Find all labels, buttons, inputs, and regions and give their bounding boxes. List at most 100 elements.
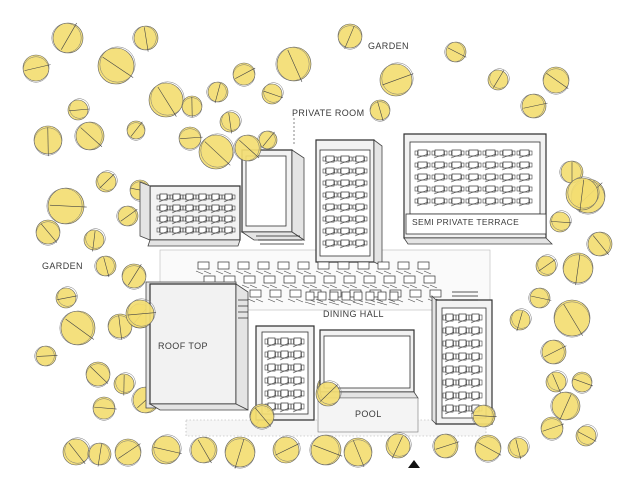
terrace-tables: [414, 149, 533, 207]
table-with-chairs: [455, 326, 470, 337]
table-with-chairs: [322, 227, 338, 237]
private-room-tables: [322, 155, 368, 249]
table-with-chairs: [415, 261, 432, 275]
table-with-chairs: [414, 173, 431, 183]
table-with-chairs: [290, 402, 305, 413]
tree-icon: [315, 380, 342, 407]
table-with-chairs: [290, 363, 305, 374]
table-with-chairs: [340, 291, 352, 306]
table-with-chairs: [516, 185, 533, 195]
table-with-chairs: [275, 261, 292, 275]
south-dining-block: [255, 325, 315, 421]
tree-icon: [51, 22, 84, 54]
north-arrow-icon: [408, 460, 420, 468]
table-with-chairs: [516, 149, 533, 159]
table-with-chairs: [431, 149, 448, 159]
roof-top-label: ROOF TOP: [158, 341, 208, 351]
table-with-chairs: [255, 261, 272, 275]
table-with-chairs: [482, 161, 499, 171]
table-with-chairs: [442, 313, 457, 324]
table-with-chairs: [465, 197, 482, 207]
table-with-chairs: [264, 337, 279, 348]
table-with-chairs: [455, 378, 470, 389]
table-with-chairs: [247, 289, 264, 303]
table-with-chairs: [287, 289, 304, 303]
table-with-chairs: [322, 215, 338, 225]
tree-icon: [116, 205, 139, 227]
table-with-chairs: [352, 239, 368, 249]
table-with-chairs: [352, 179, 368, 189]
tree-icon: [432, 433, 460, 459]
tree-icon: [509, 308, 532, 332]
west-tables: [156, 193, 236, 236]
table-with-chairs: [442, 339, 457, 350]
tree-icon: [59, 310, 96, 346]
tree-icon: [206, 81, 229, 104]
tree-icon: [545, 370, 568, 393]
table-with-chairs: [195, 226, 210, 236]
table-with-chairs: [468, 352, 483, 363]
west-dining-block: [139, 181, 241, 247]
table-with-chairs: [352, 191, 368, 201]
table-with-chairs: [516, 173, 533, 183]
table-with-chairs: [448, 149, 465, 159]
table-with-chairs: [414, 149, 431, 159]
table-with-chairs: [448, 161, 465, 171]
table-with-chairs: [195, 193, 210, 203]
table-with-chairs: [322, 155, 338, 165]
table-with-chairs: [277, 376, 292, 387]
tree-icon: [178, 126, 203, 151]
roof-stairs: [238, 299, 248, 319]
tree-icon: [87, 442, 112, 467]
table-with-chairs: [407, 289, 424, 303]
tree-icon: [275, 46, 312, 82]
tree-icon: [562, 252, 594, 286]
table-with-chairs: [482, 197, 499, 207]
table-with-chairs: [516, 161, 533, 171]
table-with-chairs: [264, 389, 279, 400]
table-with-chairs: [337, 203, 353, 213]
tree-icon: [35, 219, 61, 246]
tree-icon: [62, 437, 91, 466]
table-with-chairs: [182, 204, 197, 214]
table-with-chairs: [208, 204, 223, 214]
tower-block: [240, 149, 306, 245]
table-with-chairs: [431, 161, 448, 171]
table-with-chairs: [455, 313, 470, 324]
tree-icon: [343, 437, 373, 468]
table-with-chairs: [442, 326, 457, 337]
table-with-chairs: [516, 197, 533, 207]
private-room-label: PRIVATE ROOM: [292, 108, 364, 118]
tree-icon: [272, 435, 301, 464]
tree-icon: [586, 231, 613, 257]
table-with-chairs: [337, 227, 353, 237]
table-with-chairs: [341, 275, 358, 289]
table-with-chairs: [352, 215, 368, 225]
tree-icon: [181, 95, 203, 118]
table-with-chairs: [381, 275, 398, 289]
tree-icon: [148, 81, 185, 118]
east-tables: [442, 313, 483, 415]
table-with-chairs: [215, 261, 232, 275]
table-with-chairs: [352, 227, 368, 237]
table-with-chairs: [322, 239, 338, 249]
pool-label: POOL: [355, 409, 382, 419]
tree-icon: [261, 82, 284, 105]
table-with-chairs: [264, 350, 279, 361]
tower-stairs: [256, 235, 304, 245]
garden-top-label: GARDEN: [368, 41, 409, 51]
table-with-chairs: [337, 191, 353, 201]
tree-icon: [233, 134, 262, 162]
table-with-chairs: [431, 185, 448, 195]
east-stairs: [452, 291, 478, 301]
table-with-chairs: [465, 185, 482, 195]
tree-icon: [542, 66, 570, 95]
table-with-chairs: [352, 203, 368, 213]
table-with-chairs: [290, 350, 305, 361]
south-tables: [264, 337, 305, 413]
tree-icon: [571, 371, 593, 394]
table-with-chairs: [468, 391, 483, 402]
table-with-chairs: [328, 291, 340, 306]
table-with-chairs: [322, 203, 338, 213]
table-with-chairs: [499, 197, 516, 207]
